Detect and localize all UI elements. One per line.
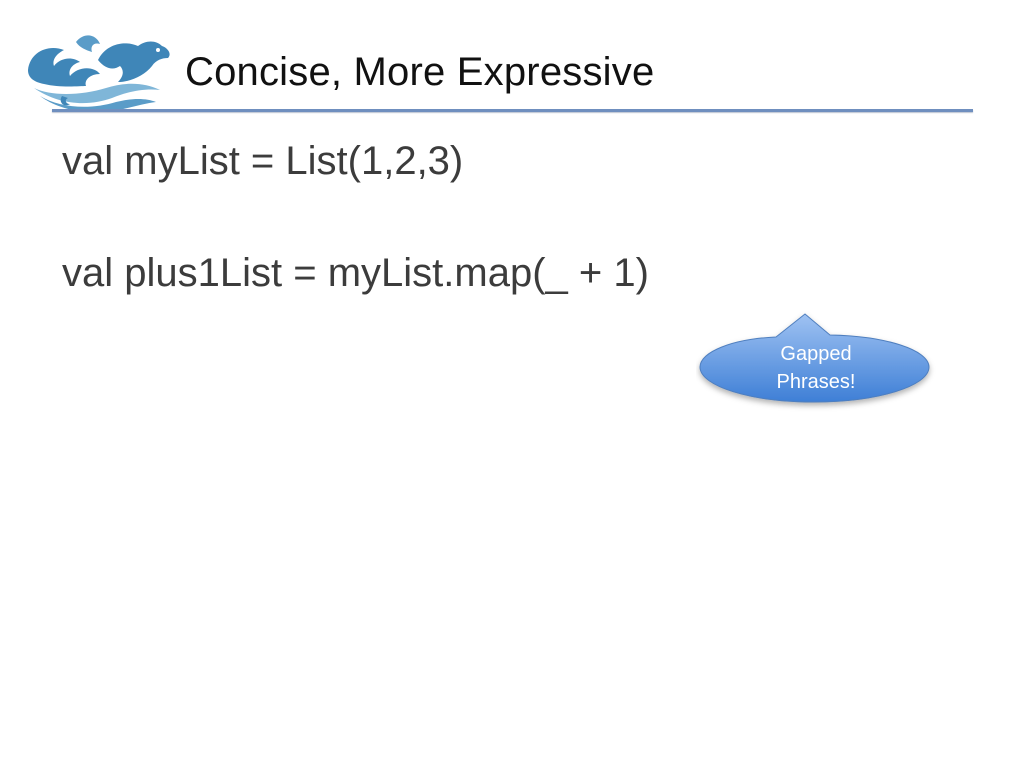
title-divider <box>52 109 973 112</box>
wave-dragon-logo-icon <box>28 35 170 112</box>
slide-title: Concise, More Expressive <box>185 50 655 94</box>
callout-text: Gapped Phrases! <box>704 340 928 396</box>
code-line-plus1list: val plus1List = myList.map(_ + 1) <box>62 251 649 295</box>
callout-line-1: Gapped <box>780 343 852 365</box>
callout-bubble: Gapped Phrases! <box>696 308 936 412</box>
callout-shape <box>699 313 930 403</box>
code-line-mylist: val myList = List(1,2,3) <box>62 139 464 183</box>
callout-line-2: Phrases! <box>776 371 856 393</box>
